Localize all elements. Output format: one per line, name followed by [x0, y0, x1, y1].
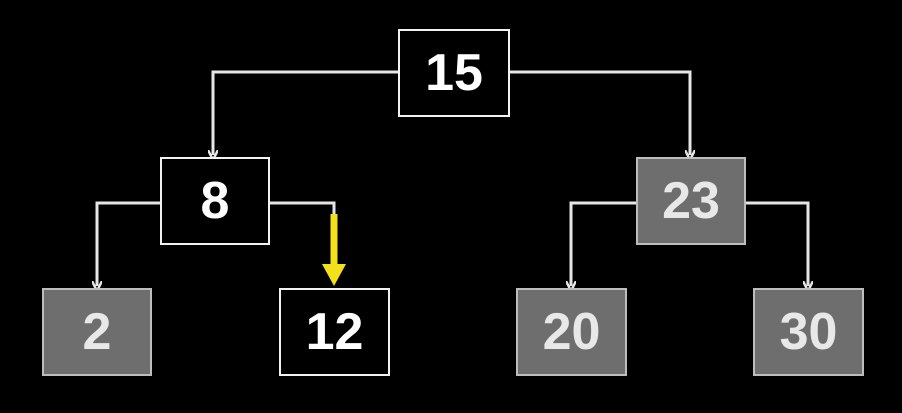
node-8: 8 [160, 157, 270, 245]
edge-15-to-8 [213, 70, 398, 155]
edge-8-to-12 [270, 201, 336, 214]
edge-23-to-30 [746, 201, 808, 286]
highlight-arrow [322, 214, 346, 286]
edge-8-to-2 [97, 201, 160, 286]
node-12: 12 [279, 288, 390, 376]
edge-15-to-23 [510, 70, 690, 155]
node-2: 2 [42, 288, 152, 376]
node-23: 23 [636, 157, 746, 245]
edge-23-to-20 [571, 201, 636, 286]
node-30: 30 [753, 288, 864, 376]
node-15: 15 [398, 29, 510, 117]
node-20: 20 [516, 288, 627, 376]
